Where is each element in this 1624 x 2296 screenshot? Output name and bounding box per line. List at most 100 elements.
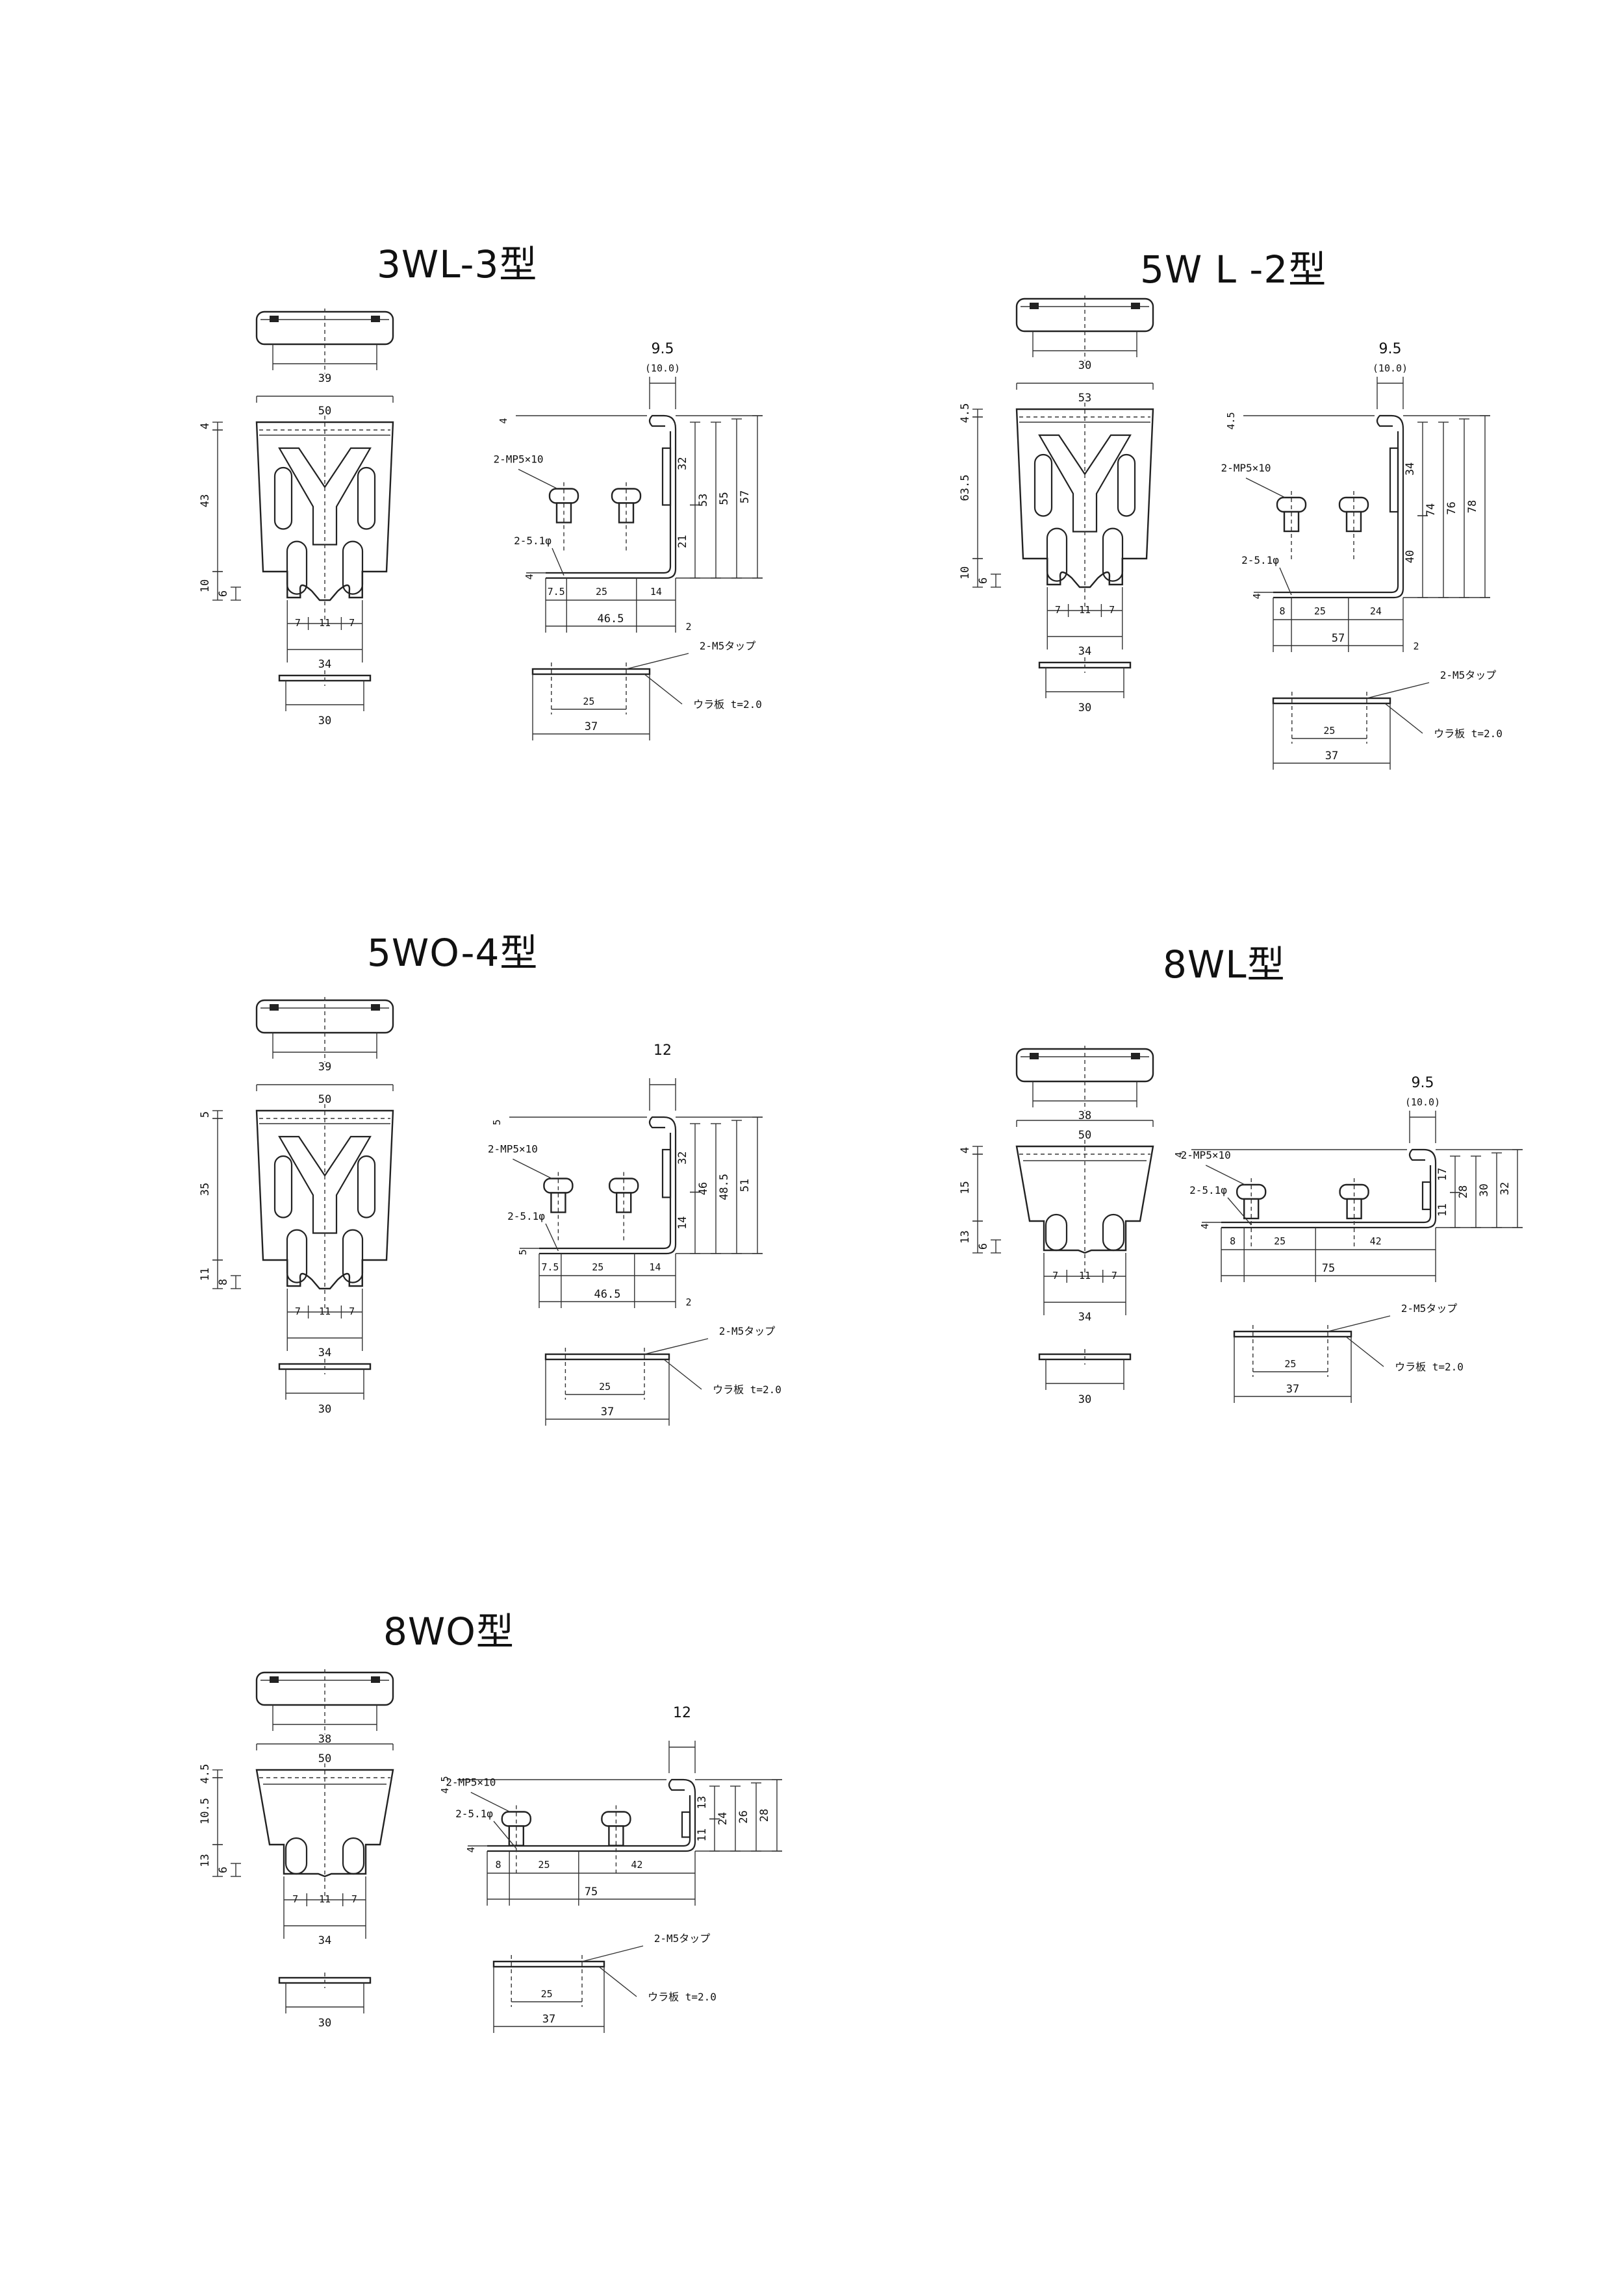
dimension-label: 5 [517, 1249, 529, 1255]
side-slot [1034, 453, 1053, 517]
dimension-label: 13 [199, 1854, 212, 1867]
screw-callout: 2-MP5×10 [488, 1143, 538, 1155]
dimension-label: 37 [585, 720, 598, 733]
dimension-label: 28 [758, 1809, 771, 1822]
dimension-label: 38 [318, 1733, 331, 1746]
dimension-label: 4.5 [199, 1764, 212, 1784]
cap-clip-mark [270, 316, 279, 322]
leader-line [1245, 477, 1286, 498]
title-5wo4: 5WO-4型 [367, 931, 539, 975]
dimension-label: 32 [1499, 1182, 1512, 1195]
dimension-label: 4 [1251, 593, 1263, 599]
dimension-label: 15 [959, 1181, 972, 1194]
cap-clip-mark [371, 1676, 380, 1683]
dimension-label: 4 [959, 1147, 972, 1154]
dimension-label: 30 [1078, 1393, 1091, 1406]
leader-line [644, 674, 683, 705]
dimension-label: 7.5 [541, 1261, 559, 1273]
dimension-label: 48.5 [718, 1174, 731, 1200]
wall-strip [661, 1148, 672, 1198]
leader-line [626, 653, 689, 670]
dimension-label: 25 [583, 696, 594, 707]
dimension-label: 74 [1425, 503, 1438, 516]
gap-label: 9.5 [1412, 1075, 1434, 1091]
gap-label: 12 [653, 1042, 672, 1059]
hole-callout: 2-5.1φ [514, 535, 552, 547]
dimension-label: 21 [676, 535, 689, 548]
leader-line [470, 1791, 511, 1813]
dimension-label: 25 [599, 1381, 611, 1393]
dimension-label: 46 [697, 1182, 710, 1195]
y-slot [278, 447, 372, 546]
dimension-label: 34 [1404, 462, 1417, 475]
dimension-label: 7 [292, 1893, 298, 1905]
dimension-label: 25 [596, 586, 607, 598]
leader-line [1345, 1336, 1384, 1367]
dimension-label: 57 [1332, 632, 1345, 645]
screw-callout: 2-MP5×10 [446, 1776, 496, 1789]
hole-callout: 2-5.1φ [1241, 554, 1279, 566]
wall-strip [681, 1811, 691, 1838]
dimension-label: 7 [295, 1306, 301, 1317]
bracket-profile [1273, 414, 1404, 599]
dimension-label: 57 [739, 490, 752, 503]
dimension-label: 25 [1314, 605, 1326, 617]
dimension-label: 4 [1173, 1152, 1185, 1157]
dimension-label: 4 [465, 1847, 477, 1852]
tap-callout: 2-M5タップ [1440, 669, 1497, 681]
dimension-label: 7 [1111, 1270, 1117, 1281]
bracket-profile [546, 414, 677, 579]
dimension-label: 11 [199, 1268, 212, 1281]
screw-callout: 2-MP5×10 [1181, 1149, 1231, 1161]
dimension-label: 11 [319, 1306, 331, 1317]
dimension-label: 40 [1404, 550, 1417, 563]
tap-callout: 2-M5タップ [700, 640, 756, 652]
dimension-label: 4 [498, 418, 509, 423]
dimension-label: 4 [524, 574, 535, 579]
dimension-label: 30 [318, 2017, 331, 2030]
y-slot [1038, 434, 1132, 533]
finger-slot [342, 540, 364, 595]
cap-clip-mark [1030, 1053, 1039, 1059]
y-slot [278, 1135, 372, 1234]
gap-label: 9.5 [652, 341, 674, 357]
dimension-label: 11 [1079, 604, 1091, 616]
dimension-label: 30 [1078, 701, 1091, 714]
dimension-label: 34 [318, 658, 331, 671]
dimension-label: 7 [351, 1893, 357, 1905]
dimension-label: 10.5 [199, 1798, 212, 1824]
finger-slot [1046, 527, 1068, 582]
dimension-label: 11 [1079, 1270, 1091, 1281]
bracket-profile [1221, 1148, 1437, 1229]
side-slot [273, 1155, 293, 1218]
finger-slot [1102, 1213, 1125, 1252]
dimension-label: 42 [631, 1859, 642, 1871]
title-8wl: 8WL型 [1163, 942, 1286, 987]
bracket-profile-inner [1273, 431, 1399, 594]
dimension-label: 46.5 [598, 612, 624, 625]
leader-line [552, 548, 565, 576]
dimension-label: 34 [1078, 645, 1091, 658]
finger-slot [342, 1229, 364, 1283]
end-label: 2 [685, 1296, 691, 1308]
wall-strip [1421, 1181, 1432, 1211]
dimension-label: 28 [1457, 1185, 1470, 1198]
dimension-label: 11 [319, 1893, 331, 1905]
finger-slot [286, 540, 308, 595]
finger-slot [286, 1229, 308, 1283]
dimension-label: 38 [1078, 1109, 1091, 1122]
dimension-label: 55 [718, 492, 731, 505]
bracket-profile-inner [539, 1133, 672, 1250]
dimension-label: 8 [496, 1859, 501, 1871]
cap-clip-mark [270, 1004, 279, 1011]
dimension-label: 46.5 [594, 1288, 621, 1301]
back-plate-callout: ウラ板 t=2.0 [1395, 1361, 1464, 1373]
gap-label: 12 [673, 1705, 691, 1721]
finger-slot [285, 1837, 308, 1875]
dimension-label: 78 [1466, 500, 1479, 513]
dimension-label: 39 [318, 1061, 331, 1074]
back-plate [531, 668, 651, 675]
screw-callout: 2-MP5×10 [1221, 462, 1271, 474]
